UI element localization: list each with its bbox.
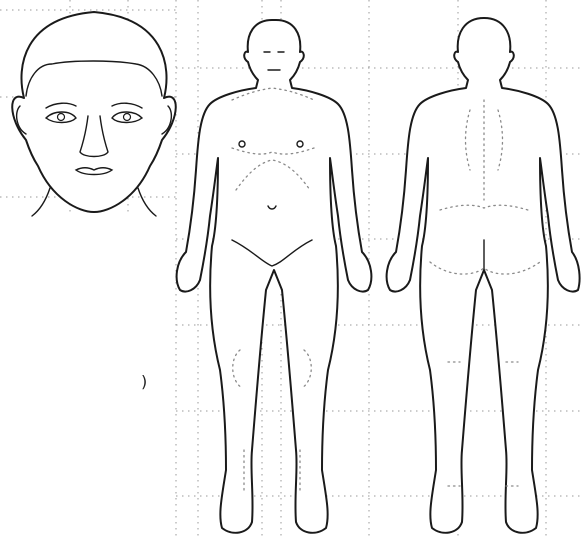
- back-body-outline: [387, 18, 580, 533]
- front-body-contour: [177, 20, 372, 533]
- back-body-contour: [387, 18, 580, 533]
- face-head-outline: [12, 12, 176, 212]
- front-body-outline: [177, 20, 372, 533]
- stray-parenthesis-mark: ): [141, 372, 147, 391]
- face-diagram: [12, 12, 176, 216]
